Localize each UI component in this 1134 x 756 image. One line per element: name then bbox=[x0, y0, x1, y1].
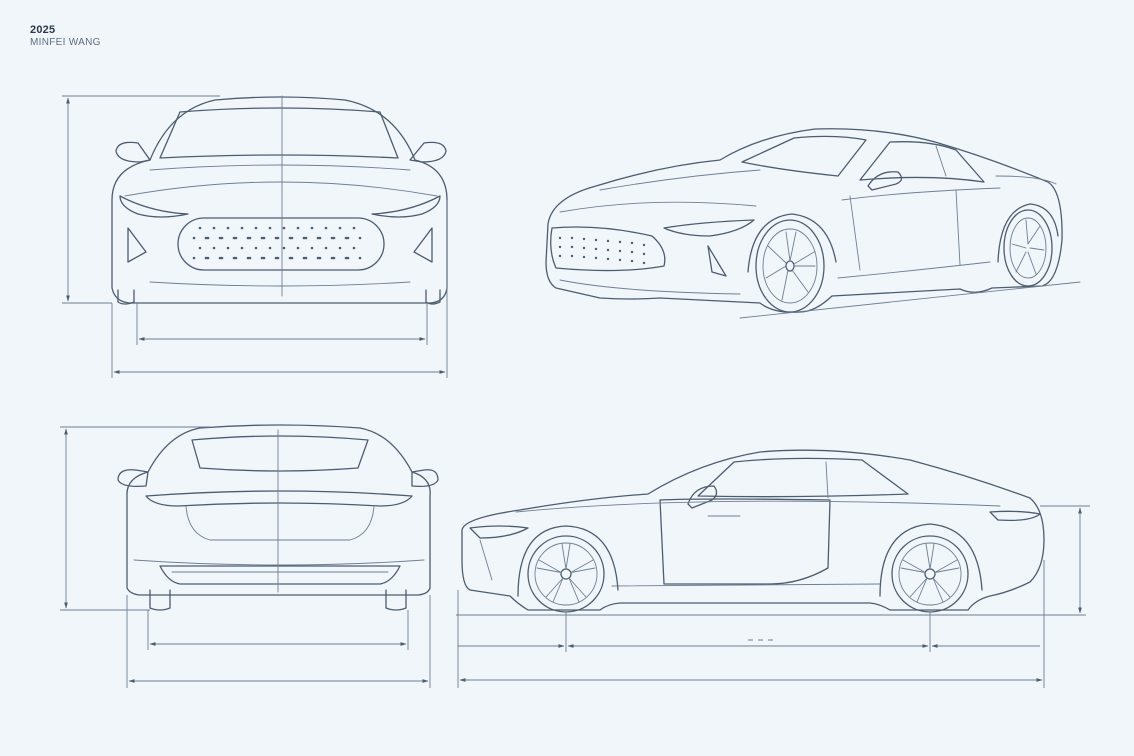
rear-view bbox=[60, 424, 439, 688]
ground-line bbox=[739, 281, 1081, 319]
right-headlight bbox=[371, 195, 441, 218]
title-block: 2025 MINFEI WANG bbox=[30, 24, 101, 48]
perspective-mirror bbox=[867, 171, 903, 191]
left-rear-mirror bbox=[117, 469, 149, 488]
side-window bbox=[697, 457, 909, 498]
left-air-intake bbox=[127, 227, 147, 263]
front-windshield bbox=[159, 107, 399, 159]
front-left-tire bbox=[117, 289, 135, 305]
front-grille bbox=[177, 217, 385, 271]
rear-diffuser bbox=[159, 565, 401, 585]
perspective-rear-wheel bbox=[997, 203, 1059, 287]
author-label: MINFEI WANG bbox=[30, 36, 101, 48]
perspective-windshield bbox=[741, 135, 867, 177]
right-air-intake bbox=[413, 227, 433, 263]
left-headlight bbox=[119, 195, 189, 218]
perspective-grille bbox=[550, 226, 666, 272]
front-body-outline bbox=[111, 96, 448, 304]
year-label: 2025 bbox=[30, 24, 56, 36]
side-body-outline bbox=[461, 449, 1045, 611]
front-view bbox=[62, 95, 448, 378]
side-headlight bbox=[469, 525, 529, 539]
rear-left-tire bbox=[149, 589, 171, 611]
perspective-front-wheel bbox=[747, 213, 837, 313]
rear-body-outline bbox=[126, 424, 431, 596]
side-door bbox=[659, 498, 831, 585]
perspective-body-outline bbox=[545, 128, 1063, 313]
rear-taillight-bar bbox=[145, 490, 413, 507]
perspective-side-window bbox=[859, 141, 985, 183]
rear-right-tire bbox=[385, 589, 407, 611]
side-rear-wheel bbox=[891, 535, 969, 613]
side-front-wheel bbox=[527, 535, 605, 613]
side-view bbox=[456, 449, 1090, 688]
front-right-tire bbox=[425, 289, 441, 305]
right-rear-mirror bbox=[411, 469, 439, 488]
right-mirror bbox=[409, 141, 447, 163]
perspective-air-intake bbox=[707, 245, 727, 277]
perspective-view bbox=[545, 128, 1081, 319]
perspective-hood-crease bbox=[559, 201, 757, 213]
front-hood-line bbox=[124, 181, 438, 197]
left-mirror bbox=[115, 141, 151, 163]
perspective-grille-pattern bbox=[558, 236, 646, 265]
rear-window bbox=[191, 435, 369, 472]
side-beltline bbox=[515, 500, 1001, 513]
grille-pattern bbox=[192, 226, 362, 260]
side-taillight bbox=[989, 510, 1041, 522]
side-mirror bbox=[687, 485, 718, 509]
perspective-headlight bbox=[663, 219, 755, 237]
